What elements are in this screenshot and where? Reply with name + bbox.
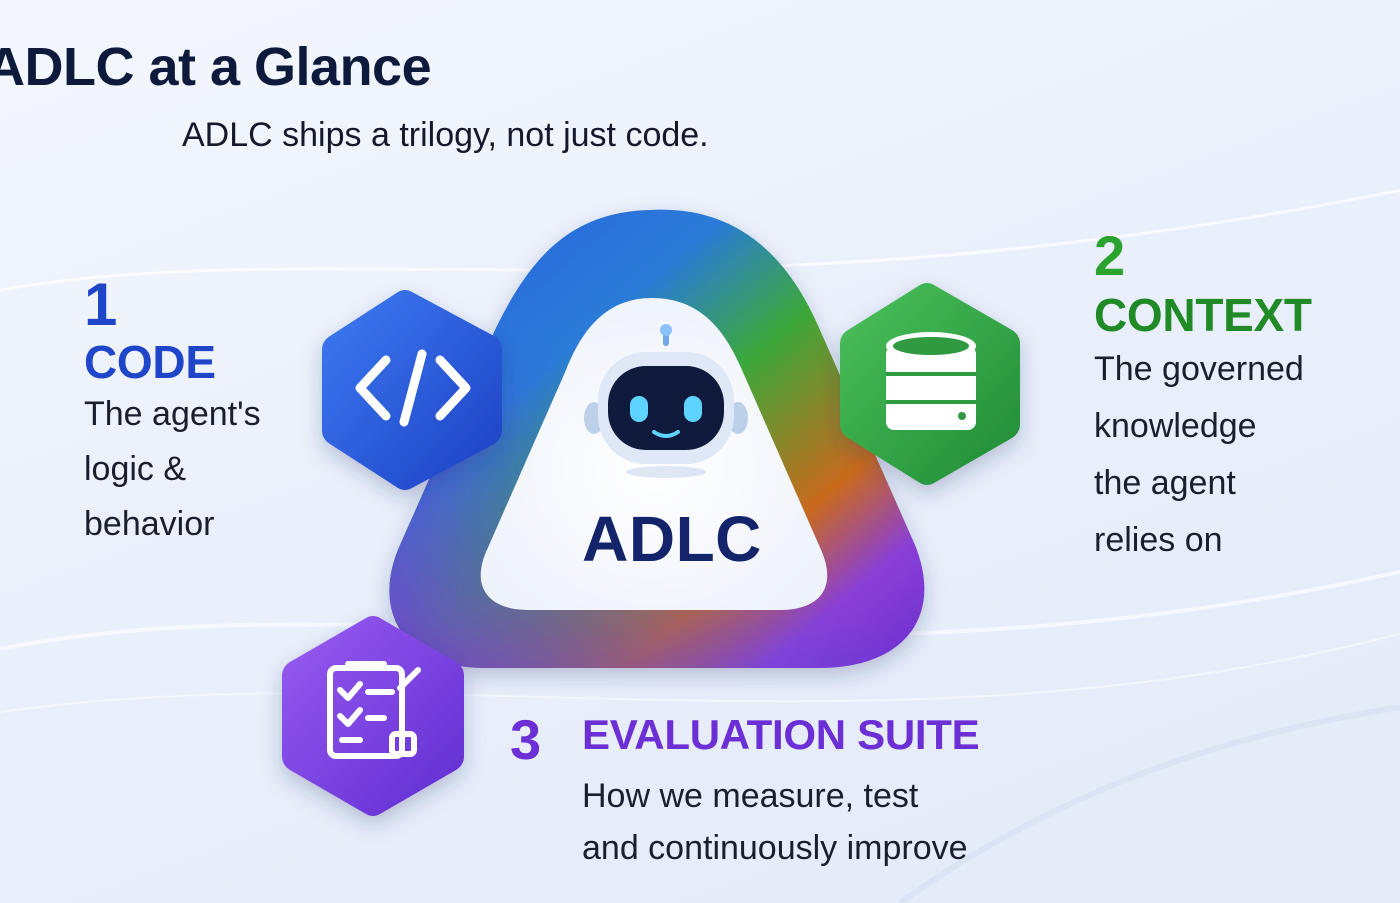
page-title: ADLC at a Glance (0, 37, 432, 97)
pillar-code: 1 CODE The agent's logic & behavior (84, 275, 261, 550)
database-icon (886, 332, 976, 430)
page-subtitle: ADLC ships a trilogy, not just code. (182, 116, 709, 154)
pillar-description-line: The governed (1094, 350, 1304, 388)
pillar-description-line: knowledge (1094, 407, 1257, 445)
pillar-number: 3 (510, 708, 542, 771)
code-icon (355, 349, 471, 427)
pillar-description-line: relies on (1094, 521, 1223, 559)
pillar-context: 2 CONTEXT The governed knowledge the age… (1094, 228, 1312, 566)
pillar-number: 2 (1094, 224, 1126, 287)
pillar-description-line: The agent's (84, 395, 261, 433)
pillar-description-line: the agent (1094, 464, 1236, 502)
pillar-number: 1 (84, 271, 118, 338)
checklist-icon (327, 661, 421, 759)
pillar-description-line: How we measure, test (582, 777, 919, 815)
pillar-description-line: logic & (84, 450, 187, 488)
pillar-heading: CONTEXT (1094, 289, 1312, 341)
adlc-center-label: ADLC (582, 503, 762, 575)
pillar-heading: CODE (84, 336, 216, 388)
robot-icon (584, 324, 748, 478)
pillar-description-line: behavior (84, 505, 215, 543)
pillar-heading: EVALUATION SUITE (582, 711, 980, 758)
pillar-description-line: and continuously improve (582, 829, 968, 867)
